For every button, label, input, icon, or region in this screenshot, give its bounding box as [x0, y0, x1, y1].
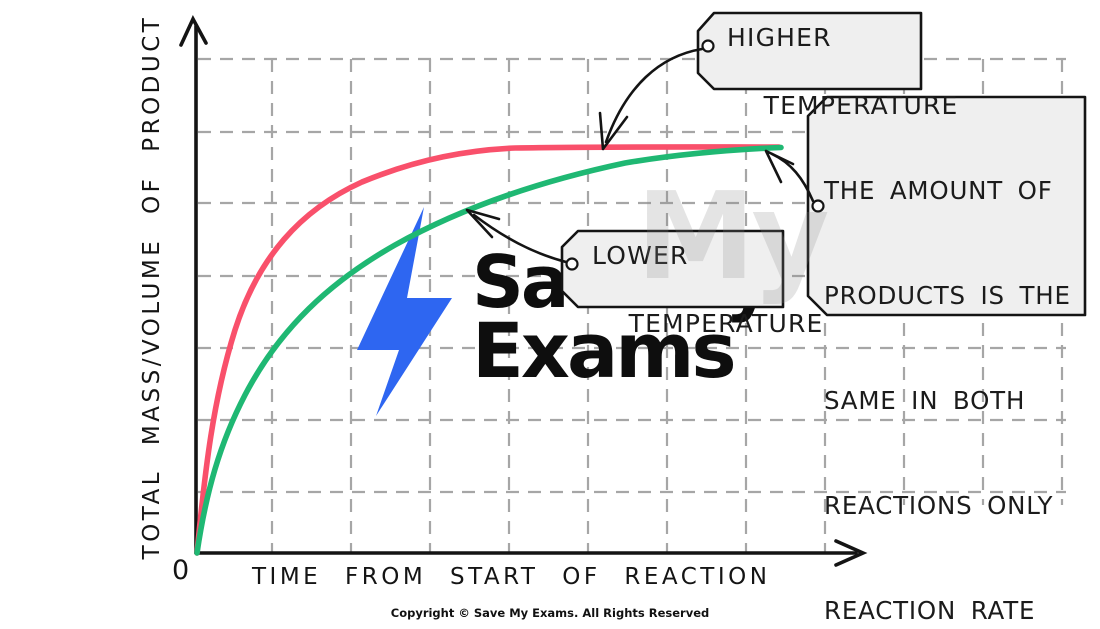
- lower-label-line1: LOWER: [592, 241, 689, 270]
- lower-tag-hole-icon: [565, 257, 579, 271]
- y-axis-arrow-icon: [179, 14, 208, 47]
- lower-arrow: [472, 213, 568, 264]
- note-label: THE AMOUNT OF PRODUCTS IS THE SAME IN BO…: [824, 103, 1071, 629]
- note-box-hole-icon: [811, 199, 825, 213]
- note-line: REACTION RATE: [824, 596, 1036, 625]
- note-line: SAME IN BOTH: [824, 386, 1026, 415]
- lower-temperature-tag: [560, 229, 785, 309]
- x-axis-label: TIME FROM START OF REACTION: [252, 564, 771, 590]
- note-line: PRODUCTS IS THE: [824, 281, 1071, 310]
- note-line: REACTIONS ONLY: [824, 491, 1054, 520]
- watermark-logo-line2: Exams: [472, 306, 737, 395]
- x-axis-arrow-icon: [834, 539, 868, 567]
- higher-temperature-tag: [696, 11, 923, 91]
- higher-tag-hole-icon: [701, 39, 715, 53]
- note-arrowhead-icon: [764, 149, 795, 184]
- higher-temperature-curve: [194, 144, 782, 556]
- axes: [179, 14, 868, 567]
- copyright-text: Copyright © Save My Exams. All Rights Re…: [390, 606, 710, 620]
- higher-label-line2: TEMPERATURE: [763, 91, 959, 120]
- higher-arrow: [604, 47, 704, 144]
- pointer-arrows: [465, 47, 815, 264]
- tag-hole-icons: [565, 39, 825, 271]
- higher-arrowhead-icon: [598, 111, 629, 151]
- note-box: [806, 95, 1087, 317]
- lower-arrowhead-icon: [465, 208, 501, 239]
- lower-label-line2: TEMPERATURE: [628, 309, 824, 338]
- lower-temperature-label: LOWER TEMPERATURE: [592, 239, 824, 341]
- note-line: THE AMOUNT OF: [824, 176, 1053, 205]
- lower-temperature-curve: [194, 144, 784, 556]
- lightning-bolt-icon: [357, 207, 452, 416]
- higher-label-line1: HIGHER: [727, 23, 832, 52]
- origin-label: 0: [172, 555, 190, 586]
- annotation-shapes: [560, 11, 1087, 317]
- higher-temperature-label: HIGHER TEMPERATURE: [727, 21, 959, 123]
- y-axis-label: TOTAL MASS/VOLUME OF PRODUCT: [139, 14, 165, 560]
